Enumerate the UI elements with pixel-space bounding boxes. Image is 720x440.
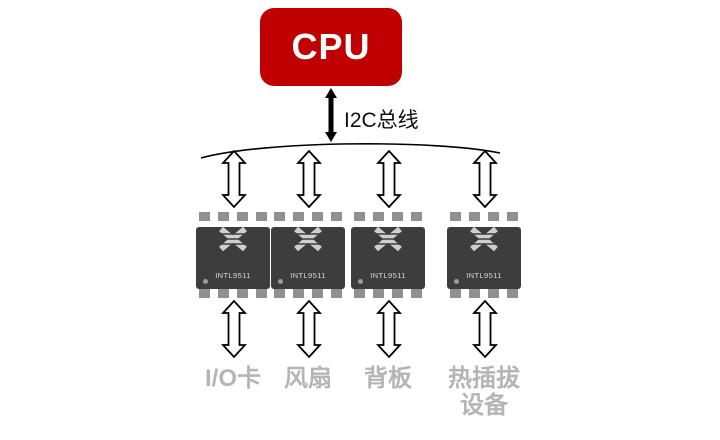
chip-device-double-arrow-icon <box>376 300 402 358</box>
chip-body: INTL9511 <box>196 227 270 289</box>
bus-chip-double-arrow-icon <box>376 150 402 208</box>
chip-pins-top <box>350 212 426 221</box>
vendor-logo-icon <box>470 227 498 251</box>
chip-intl9511: INTL9511 <box>350 212 426 298</box>
vendor-logo-icon <box>294 227 322 251</box>
chip-pins-top <box>270 212 346 221</box>
chip-intl9511: INTL9511 <box>270 212 346 298</box>
pin1-dot <box>203 279 208 284</box>
chip-body: INTL9511 <box>447 227 521 289</box>
chip-pins-bottom <box>195 289 271 298</box>
device-label-backplane: 背板 <box>364 365 412 392</box>
cpu-label: CPU <box>291 26 371 67</box>
chip-part-number: INTL9511 <box>370 271 406 280</box>
chip-pins-top <box>195 212 271 221</box>
chip-body: INTL9511 <box>351 227 425 289</box>
bus-chip-double-arrow-icon <box>296 150 322 208</box>
chip-device-double-arrow-icon <box>221 300 247 358</box>
device-label-io-card: I/O卡 <box>204 365 261 392</box>
chip-intl9511: INTL9511 <box>195 212 271 298</box>
chip-part-number: INTL9511 <box>466 271 502 280</box>
device-label-fan: 风扇 <box>284 365 332 392</box>
vendor-logo-icon <box>219 227 247 251</box>
vendor-logo-icon <box>374 227 402 251</box>
cpu-bus-double-arrow-icon <box>325 88 337 142</box>
chip-body: INTL9511 <box>271 227 345 289</box>
pin1-dot <box>278 279 283 284</box>
bus-label: I2C总线 <box>344 109 419 132</box>
pin1-dot <box>454 279 459 284</box>
pin1-dot <box>358 279 363 284</box>
device-label-hotswap: 热插拔设备 <box>448 365 520 419</box>
cpu-box: CPU <box>260 8 402 86</box>
chip-pins-bottom <box>350 289 426 298</box>
chip-pins-bottom <box>270 289 346 298</box>
chip-part-number: INTL9511 <box>215 271 251 280</box>
chip-pins-top <box>446 212 522 221</box>
chip-pins-bottom <box>446 289 522 298</box>
chip-intl9511: INTL9511 <box>446 212 522 298</box>
bus-chip-double-arrow-icon <box>472 150 498 208</box>
chip-part-number: INTL9511 <box>290 271 326 280</box>
chip-device-double-arrow-icon <box>472 300 498 358</box>
bus-chip-double-arrow-icon <box>221 150 247 208</box>
chip-device-double-arrow-icon <box>296 300 322 358</box>
